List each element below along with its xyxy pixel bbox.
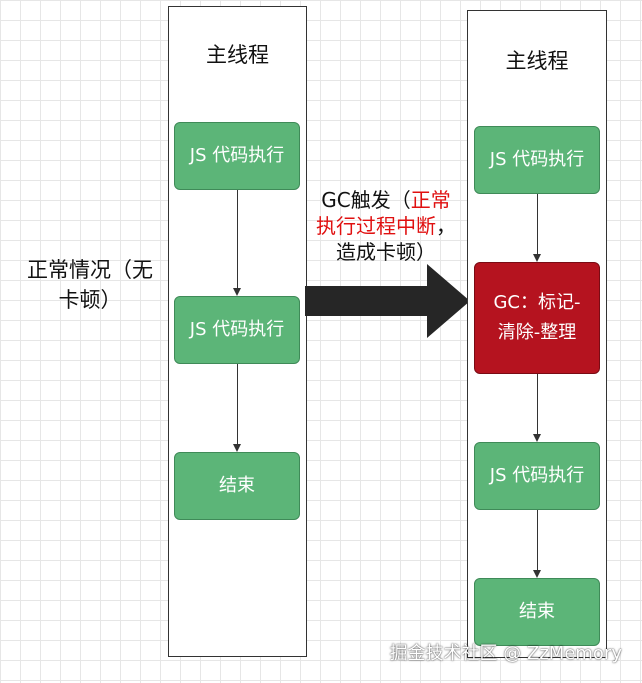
left-arrowhead-1 (233, 288, 241, 296)
gc-trigger-arrow (305, 264, 470, 338)
gc-trigger-caption: GC触发（正常 执行过程中断， 造成卡顿） (300, 187, 472, 265)
right-lane-title: 主线程 (505, 49, 569, 73)
left-node-js-exec-1: JS 代码执行 (174, 122, 300, 190)
left-lane-title: 主线程 (206, 43, 269, 67)
gc-trigger-caption-red1: 正常 (410, 188, 451, 212)
right-arrowhead-3 (533, 570, 541, 578)
left-connector-1 (237, 190, 238, 288)
watermark: 掘金技术社区 @ ZzMemory (389, 643, 622, 664)
gc-node-text: GC：标记- 清除-整理 (493, 288, 580, 348)
right-node-js-exec-1: JS 代码执行 (474, 126, 600, 194)
right-arrowhead-2 (533, 434, 541, 442)
gc-trigger-caption-red2: 执行过程中断 (316, 214, 436, 238)
gc-trigger-caption-prefix: GC触发（ (321, 188, 411, 212)
normal-case-caption-line2: 卡顿） (58, 288, 122, 312)
right-node-gc: GC：标记- 清除-整理 (474, 262, 600, 374)
right-connector-2 (537, 374, 538, 434)
left-arrowhead-2 (233, 444, 241, 452)
left-node-js-exec-2: JS 代码执行 (174, 296, 300, 364)
gc-trigger-caption-comma: ， (436, 214, 456, 238)
gc-node-line2: 清除-整理 (497, 322, 577, 343)
left-node-end: 结束 (174, 452, 300, 520)
right-node-js-exec-2: JS 代码执行 (474, 442, 600, 510)
right-arrowhead-1 (533, 254, 541, 262)
normal-case-caption-line1: 正常情况（无 (27, 258, 153, 282)
gc-trigger-arrow-shape (305, 264, 470, 338)
right-connector-3 (537, 510, 538, 570)
gc-node-line1: GC：标记- (493, 292, 581, 313)
right-node-end: 结束 (474, 578, 600, 646)
right-connector-1 (537, 194, 538, 254)
gc-trigger-caption-line3: 造成卡顿） (336, 240, 436, 264)
left-connector-2 (237, 364, 238, 444)
normal-case-caption: 正常情况（无 卡顿） (10, 255, 170, 315)
